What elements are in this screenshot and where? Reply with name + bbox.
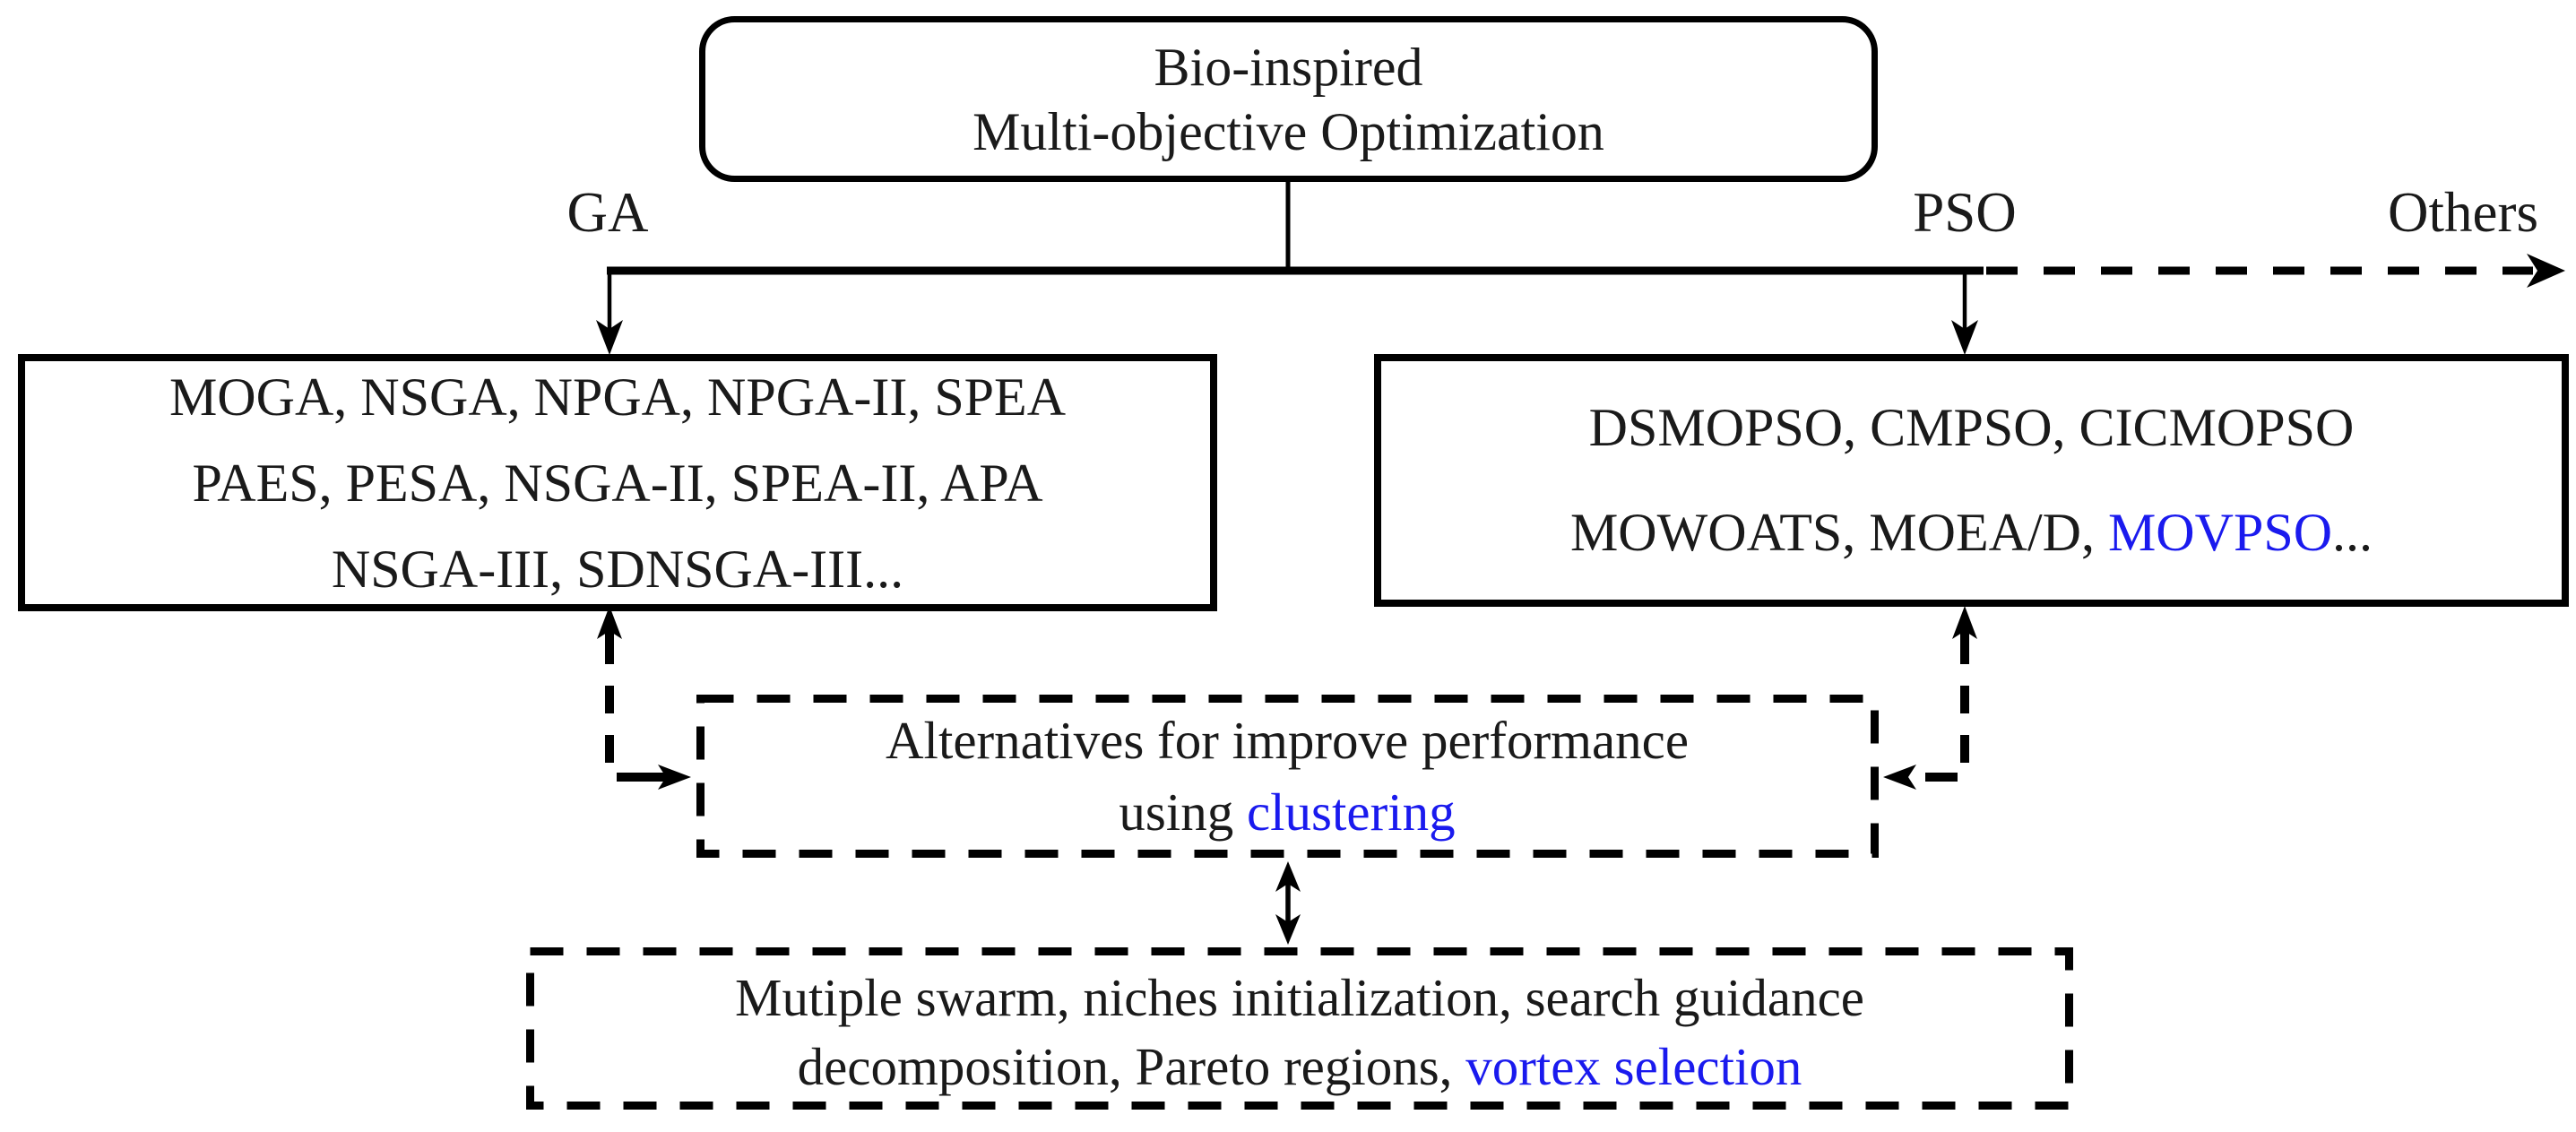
pso-feedback-up-arrowhead-icon [1952,606,1977,639]
title-box: Bio-inspired Multi-objective Optimizatio… [699,16,1878,182]
techniques-box: Mutiple swarm, niches initialization, se… [526,951,2073,1110]
alternatives-line-2: using clustering [1119,776,1455,848]
ga-box-outline [18,354,1217,611]
alternatives-box: Alternatives for improve performance usi… [696,695,1878,858]
pso-arrowhead-icon [1951,320,1978,355]
alternatives-line-1: Alternatives for improve performance [885,711,1690,770]
branch-label-ga: GA [566,181,649,244]
pso-box-outline [1374,354,2569,607]
ga-feedback-right-arrowhead-icon [658,765,691,790]
pso-algorithms-line-2-prefix: MOWOATS, MOEA/D, [1569,503,2108,562]
alternatives-line-2-prefix: using [1119,782,1247,842]
ga-algorithms-box: MOGA, NSGA, NPGA, NPGA-II, SPEA PAES, PE… [18,354,1217,611]
vortex-selection-highlight: vortex selection [1465,1037,1802,1096]
ga-arrowhead-icon [596,320,623,355]
branch-label-others: Others [2388,181,2538,244]
ga-algorithms-line-3: NSGA-III, SDNSGA-III... [331,539,904,599]
title-line-2: Multi-objective Optimization [972,101,1604,161]
alternatives-box-outline [696,695,1879,858]
pso-algorithms-line-1: DSMOPSO, CMPSO, CICMOPSO [1588,398,2355,457]
techniques-line-2: decomposition, Pareto regions, vortex se… [798,1033,1802,1102]
techniques-line-1: Mutiple swarm, niches initialization, se… [735,968,1864,1027]
ga-algorithms-line-1: MOGA, NSGA, NPGA, NPGA-II, SPEA [169,367,1067,427]
clustering-highlight: clustering [1246,782,1456,842]
double-arrow-up-arrowhead-icon [1275,861,1301,892]
movpso-highlight: MOVPSO [2107,503,2333,562]
title-line-1: Bio-inspired [1154,37,1423,97]
ga-algorithms-line-2: PAES, PESA, NSGA-II, SPEA-II, APA [192,453,1043,513]
ga-feedback-elbow [605,636,667,782]
title-box-outline [699,16,1878,182]
branch-label-pso: PSO [1913,181,2017,244]
pso-feedback-elbow [1925,636,1969,782]
pso-algorithms-line-2: MOWOATS, MOEA/D, MOVPSO... [1570,480,2373,585]
techniques-line-2-prefix: decomposition, Pareto regions, [797,1037,1466,1096]
pso-algorithms-box: DSMOPSO, CMPSO, CICMOPSO MOWOATS, MOEA/D… [1374,354,2569,607]
others-arrowhead-icon [2527,254,2565,288]
ga-feedback-up-arrowhead-icon [597,606,622,639]
pso-feedback-left-arrowhead-icon [1883,765,1916,790]
double-arrow-down-arrowhead-icon [1275,914,1301,945]
pso-algorithms-line-2-suffix: ... [2332,503,2373,562]
